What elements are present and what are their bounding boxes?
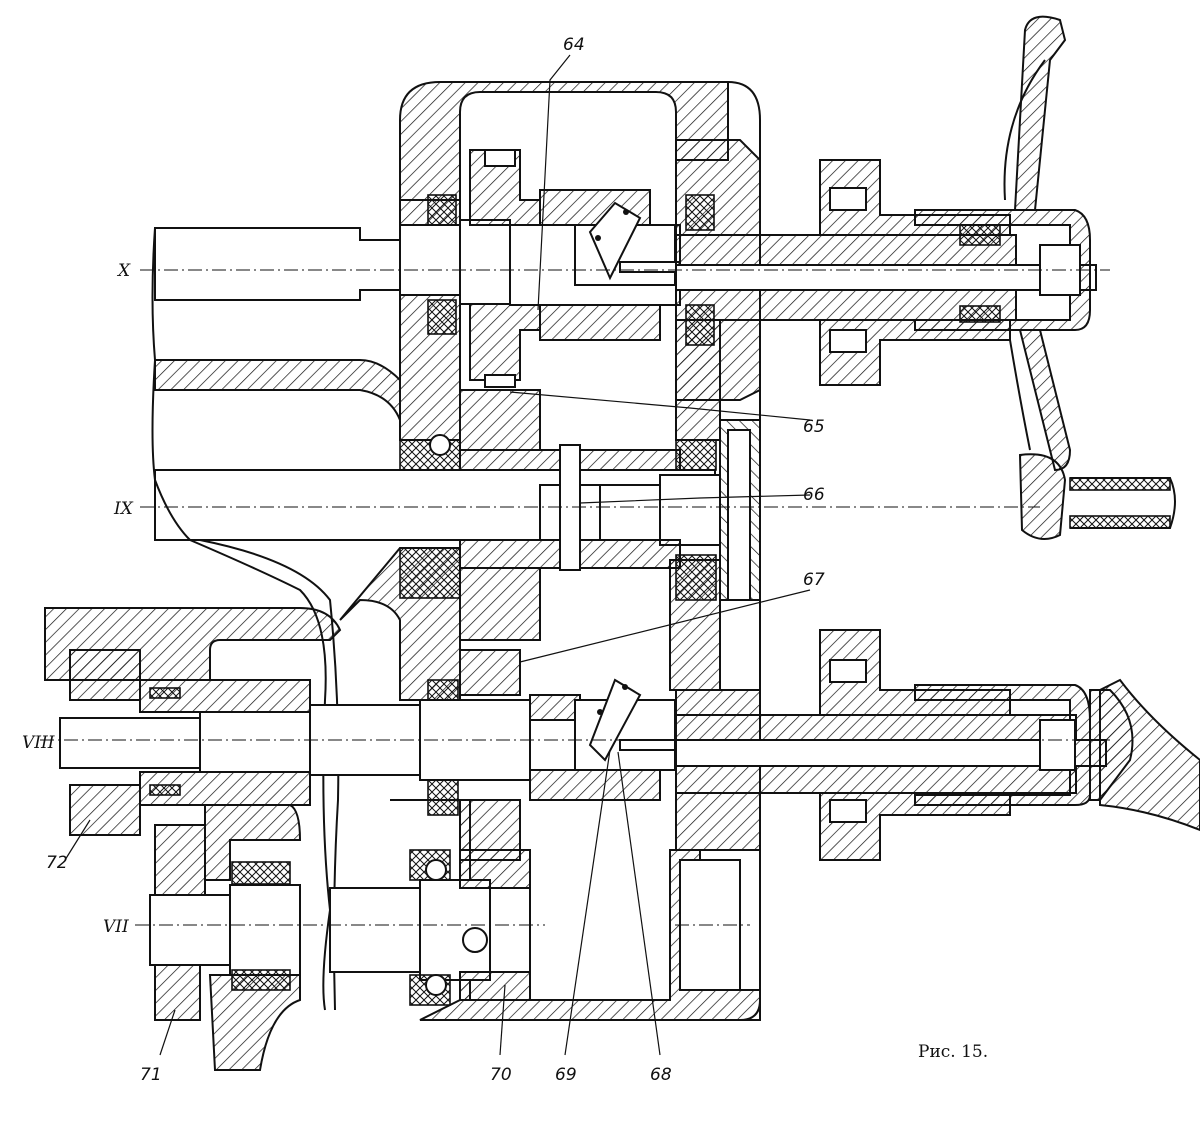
centre-lines xyxy=(40,269,1110,926)
figure-caption: Рис. 15. xyxy=(918,1042,988,1062)
part-labels: 64 65 66 67 68 69 70 71 72 xyxy=(46,35,825,1085)
label-64: 64 xyxy=(563,35,585,55)
label-72: 72 xyxy=(46,853,68,873)
shaft-labels: X IX VIII VII xyxy=(22,261,134,937)
shaft-ix-assembly xyxy=(154,389,721,641)
label-70: 70 xyxy=(490,1065,512,1085)
label-71: 71 xyxy=(140,1065,162,1085)
label-66: 66 xyxy=(803,485,825,505)
label-67: 67 xyxy=(803,570,825,590)
shaft-viii-assembly xyxy=(59,629,1200,861)
leader-lines xyxy=(64,54,811,1056)
label-65: 65 xyxy=(803,417,825,437)
shaft-label-vii: VII xyxy=(103,917,129,937)
label-68: 68 xyxy=(650,1065,672,1085)
shaft-label-viii: VIII xyxy=(22,733,55,753)
shaft-label-x: X xyxy=(116,261,131,281)
shaft-label-ix: IX xyxy=(113,499,134,519)
label-69: 69 xyxy=(555,1065,577,1085)
shaft-vii-assembly xyxy=(149,804,741,1071)
shaft-x-assembly xyxy=(399,15,1176,540)
